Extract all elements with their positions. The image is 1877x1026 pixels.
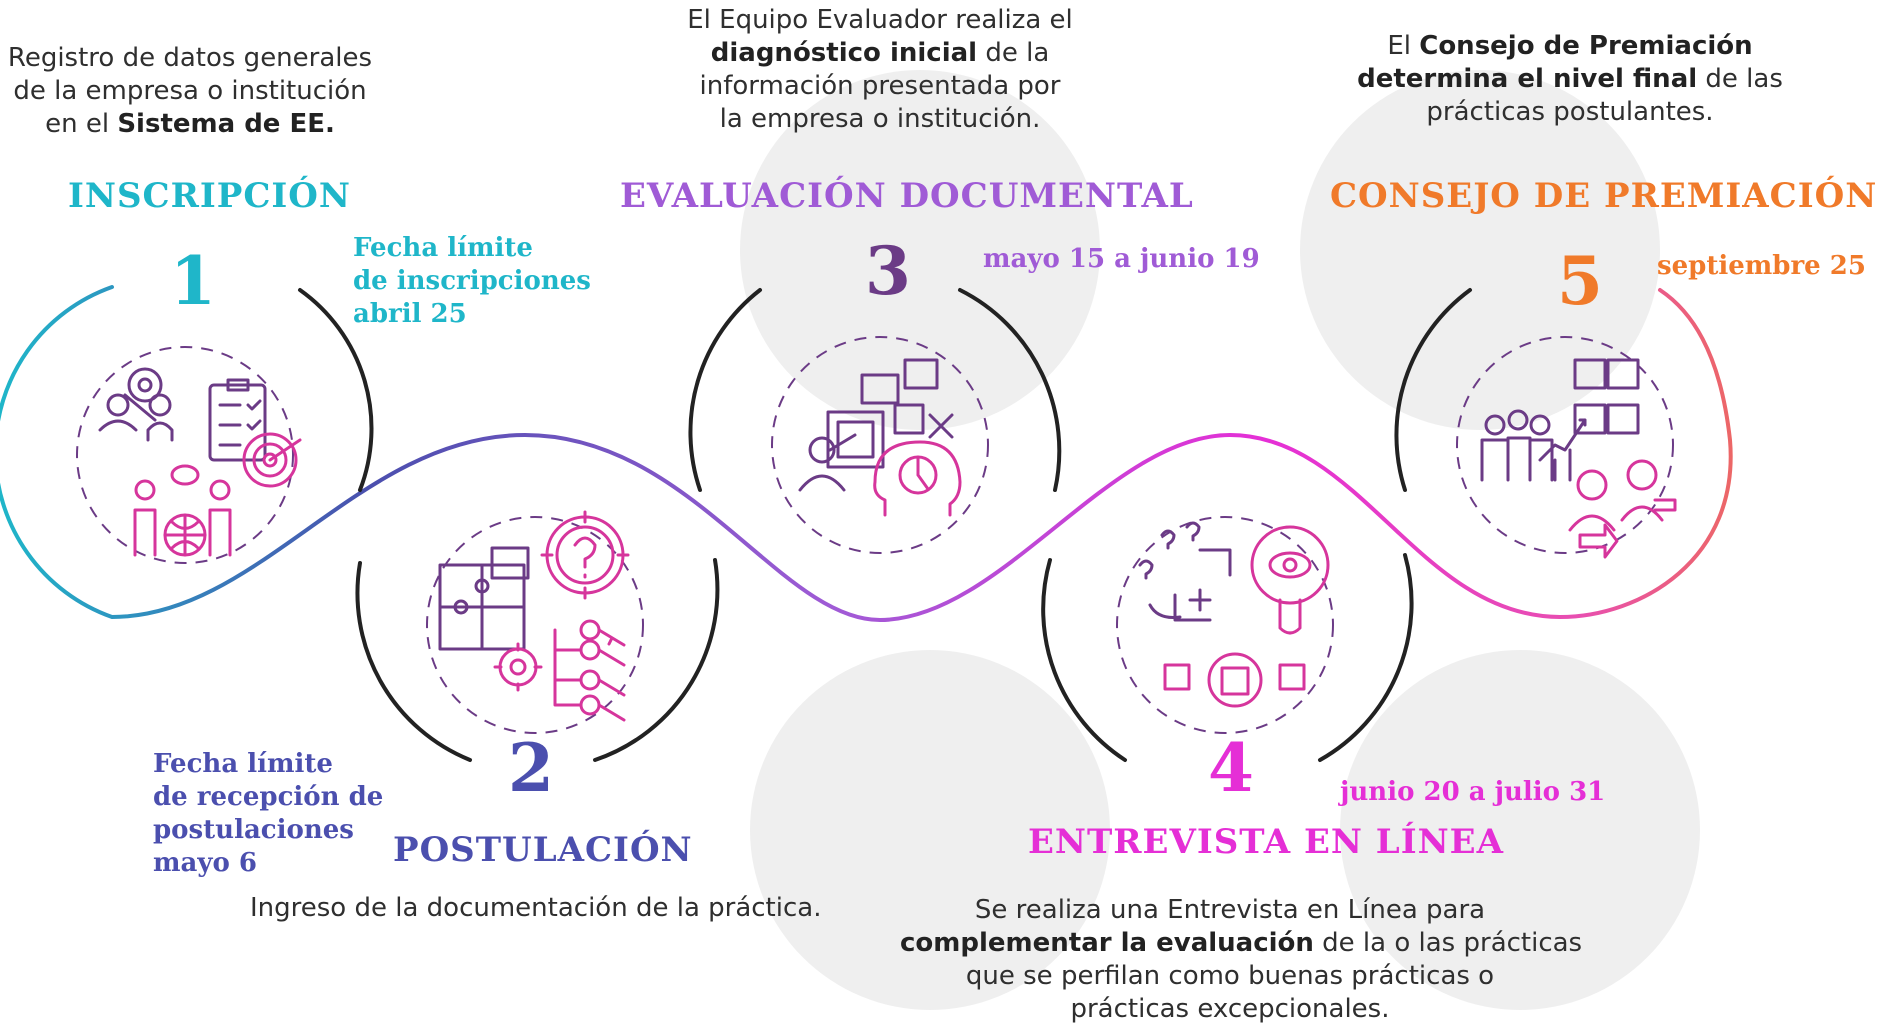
award-council-icon-cluster: [1480, 358, 1677, 559]
stage-4-desc-line-2: complementar la evaluación de la o las p…: [900, 927, 1582, 960]
stage-5-date: septiembre 25: [1657, 251, 1866, 281]
stage-3-date: mayo 15 a junio 19: [983, 244, 1260, 274]
arc-stage-1: [298, 288, 374, 492]
people-globe-icon: [133, 464, 232, 557]
dashed-rings: [76, 336, 1674, 734]
arc-stage-2: [355, 561, 472, 762]
puzzle-pieces-icon: [860, 358, 954, 439]
dark-arcs: [298, 288, 1472, 762]
stage-4-desc-line-4: prácticas excepcionales.: [1070, 994, 1390, 1024]
stage-5-desc-line-1-bold: Consejo de Premiación: [1419, 31, 1753, 61]
dashed-ring-3: [771, 336, 989, 554]
stage-5-desc-line-2: determina el nivel final de las: [1325, 63, 1815, 96]
magnifier-eye-icon: [1250, 525, 1330, 635]
puzzle-keys-icon-cluster: [438, 510, 630, 722]
stage-1-desc-line-3-bold: Sistema de EE.: [117, 109, 335, 139]
gear-people-icon: [98, 367, 174, 442]
dashed-ring-5: [1456, 336, 1674, 554]
arc-stage-4-left: [1041, 558, 1127, 762]
dashed-ring-2: [426, 516, 644, 734]
evaluation-icon-cluster: [798, 358, 962, 517]
puzzle-icon: [438, 546, 530, 651]
bg-circle: [1340, 650, 1700, 1010]
stage-3-desc-line-2-text: de la: [977, 38, 1050, 68]
stage-3-desc-line-4: la empresa o institución.: [719, 104, 1041, 134]
stage-4-desc-line-3: que se perfilan como buenas prácticas o: [965, 961, 1495, 991]
head-chart-icon: [873, 440, 962, 517]
stage-2-date-line-4: mayo 6: [153, 848, 257, 878]
question-target-icon: [540, 510, 630, 600]
stage-1-date-line-1: Fecha límite: [353, 233, 533, 263]
stage-4-desc-line-2-bold: complementar la evaluación: [900, 928, 1314, 958]
stage-3-desc-line-1: El Equipo Evaluador realiza el: [687, 5, 1073, 35]
stage-4-desc-line-2-text: de la o las prácticas: [1313, 928, 1583, 958]
team-growth-icon: [1480, 409, 1587, 482]
puzzle-stack-icon: [1573, 358, 1640, 435]
stage-5-number: 5: [1557, 242, 1603, 320]
stage-4-number: 4: [1208, 729, 1254, 807]
stage-5-description: El Consejo de Premiación determina el ni…: [1325, 30, 1815, 129]
arc-stage-2-right: [593, 558, 720, 762]
stage-2-desc-line-1: Ingreso de la documentación de la prácti…: [250, 893, 822, 923]
stage-2-date-line-3: postulaciones: [153, 815, 354, 845]
interview-icon-cluster: [1138, 521, 1330, 708]
arc-stage-5-left: [1394, 288, 1472, 492]
stage-1-date: Fecha límite de inscripciones abril 25: [353, 232, 591, 331]
dashed-ring-4: [1116, 516, 1334, 734]
stage-2-date: Fecha límite de recepción de postulacion…: [153, 748, 383, 880]
registration-icon-cluster: [98, 367, 302, 557]
stage-5-desc-line-1-text: El: [1387, 31, 1420, 61]
stage-2-description: Ingreso de la documentación de la prácti…: [250, 892, 822, 925]
background-circles: [740, 70, 1700, 1010]
gear-icon: [493, 642, 543, 692]
stage-2-date-line-2: de recepción de: [153, 782, 384, 812]
stage-1-desc-line-1: Registro de datos generales: [7, 43, 373, 73]
bg-circle: [1300, 70, 1660, 430]
bg-circle: [740, 70, 1100, 430]
stage-1-number: 1: [170, 242, 216, 320]
people-exchange-icon: [1568, 459, 1677, 559]
question-marks-icon: [1138, 521, 1201, 580]
stage-3-title: EVALUACIÓN DOCUMENTAL: [620, 176, 1194, 216]
stage-3-desc-line-2: diagnóstico inicial de la: [640, 37, 1120, 70]
stage-4-description: Se realiza una Entrevista en Línea para …: [900, 894, 1582, 1026]
stage-1-title: INSCRIPCIÓN: [68, 176, 351, 216]
arc-stage-4-right: [1318, 553, 1414, 762]
keys-icon: [553, 619, 626, 722]
stage-5-title: CONSEJO DE PREMIACIÓN: [1330, 176, 1877, 216]
stage-5-desc-line-3: prácticas postulantes.: [1426, 97, 1714, 127]
stage-4-title: ENTREVISTA EN LÍNEA: [1028, 822, 1504, 862]
stage-3-desc-line-3: información presentada por: [699, 71, 1061, 101]
stage-2-date-line-1: Fecha límite: [153, 749, 333, 779]
stage-2-title: POSTULACIÓN: [393, 830, 693, 870]
stage-1-description: Registro de datos generales de la empres…: [5, 42, 375, 141]
stage-1-desc-line-3-text: en el: [45, 109, 118, 139]
stage-4-desc-line-1: Se realiza una Entrevista en Línea para: [974, 895, 1486, 925]
stage-5-desc-line-2-text: de las: [1697, 64, 1783, 94]
arc-stage-3-left: [688, 288, 762, 492]
puzzle-globe-icon: [1163, 652, 1306, 708]
stage-4-date: junio 20 a julio 31: [1340, 777, 1606, 807]
stage-3-number: 3: [865, 232, 911, 310]
stage-2-number: 2: [508, 729, 554, 807]
hands-frame-icon: [1148, 548, 1232, 622]
presenter-screen-icon: [798, 410, 885, 492]
bg-circle: [750, 650, 1110, 1010]
stage-3-description: El Equipo Evaluador realiza el diagnósti…: [640, 4, 1120, 136]
stage-3-desc-line-2-bold: diagnóstico inicial: [710, 38, 978, 68]
stage-1-desc-line-3: en el Sistema de EE.: [5, 108, 375, 141]
stage-1-date-line-3: abril 25: [353, 299, 467, 329]
stage-5-desc-line-1: El Consejo de Premiación: [1325, 30, 1815, 63]
dashed-ring-1: [76, 346, 294, 564]
checklist-icon: [208, 378, 267, 462]
target-icon: [242, 432, 302, 488]
arc-stage-3-right: [958, 288, 1062, 492]
stage-1-date-line-2: de inscripciones: [353, 266, 591, 296]
timeline-wave: [0, 285, 1733, 623]
stage-5-desc-line-2-bold: determina el nivel final: [1357, 64, 1698, 94]
stage-1-desc-line-2: de la empresa o institución: [13, 76, 367, 106]
